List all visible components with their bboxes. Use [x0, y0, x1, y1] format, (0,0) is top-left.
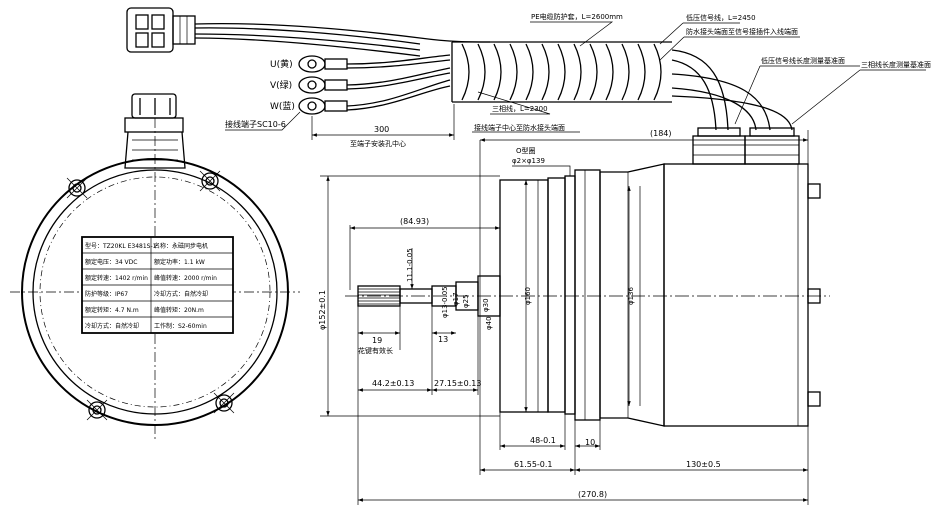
dim-30: φ30: [482, 298, 490, 312]
plate-r2-c1: 峰值转速：2000 r/min: [154, 274, 217, 282]
dim-184: (184): [650, 129, 672, 138]
spiral-sleeve: [451, 41, 672, 103]
gland-three-phase: [744, 127, 800, 165]
dim-10: 10: [585, 438, 595, 447]
spline-length-label: 花键有效长: [358, 346, 393, 355]
low-voltage-ref-callout: 低压信号线长度测量基准面: [761, 56, 845, 65]
phase-v-label: V(绿): [270, 79, 292, 91]
motor-housing: [663, 163, 809, 427]
o-ring-size: φ2×φ139: [512, 157, 545, 165]
dim-152: φ152±0.1: [318, 290, 327, 330]
plate-r4-c1: 峰值转矩：20N.m: [154, 306, 204, 314]
gland-low-voltage: [692, 127, 746, 165]
dim-25: φ25: [462, 294, 470, 308]
signal-connector: [126, 7, 196, 53]
low-voltage-callout: 低压信号线，L=2450: [686, 13, 756, 22]
dim-300: 300: [374, 125, 389, 134]
o-ring-label: O型圈: [516, 146, 536, 155]
waterproof-joint-callout: 防水接头端面至信号接插件入线端面: [686, 27, 798, 36]
plate-r5-c0: 冷却方式：自然冷却: [85, 322, 139, 330]
dim-17: φ17: [452, 292, 460, 306]
phase-w-label: W(蓝): [270, 100, 295, 112]
bolt-3: [86, 399, 108, 421]
plate-r5-c1: 工作制：S2-60min: [154, 322, 207, 330]
dim-13: 13: [438, 335, 448, 344]
terminal-label-callout: 接线端子SC10-6: [225, 119, 286, 129]
phase-u-label: U(黄): [270, 58, 293, 70]
dim-442: 44.2±0.13: [372, 379, 414, 388]
plate-r1-c1: 额定功率：1.1 kW: [154, 258, 205, 266]
dim-2708: (270.8): [578, 490, 607, 499]
plate-r1-c0: 额定电压：34 VDC: [85, 258, 137, 266]
dim-19: 19: [372, 336, 382, 345]
dim-136: φ136: [627, 286, 635, 305]
dim-2715: 27.15±0.13: [434, 379, 481, 388]
bolt-2: [199, 170, 221, 192]
spline: [357, 285, 401, 307]
cable-gland-top: [124, 93, 186, 169]
plate-r3-c1: 冷却方式：自然冷却: [154, 290, 208, 298]
plate-r0-c0: 型号：TZ20KL E3481S-1: [85, 242, 157, 250]
nameplate: 型号：TZ20KL E3481S-1 名称：永磁同步电机 额定电压：34 VDC…: [81, 236, 234, 334]
dim-8493: (84.93): [400, 217, 429, 226]
terminal-w: [298, 97, 348, 115]
dim-6155: 61.55-0.1: [514, 460, 553, 469]
dim-130: 130±0.5: [686, 460, 721, 469]
end-view: 型号：TZ20KL E3481S-1 名称：永磁同步电机 额定电压：34 VDC…: [10, 93, 300, 440]
plate-r2-c0: 额定转速：1402 r/min: [85, 274, 148, 282]
terminal-to-joint-callout: 接线端子中心至防水接头端面: [474, 123, 565, 132]
to-terminal-hole: 至端子安装孔中心: [350, 139, 406, 148]
plate-r3-c0: 防护等级：IP67: [85, 290, 128, 298]
cable-assembly: U(黄) V(绿) W(蓝) PE电缆: [126, 7, 931, 148]
dim-keyway: 11.1-0.05: [406, 248, 414, 282]
dim-spline-od: φ13-0.05: [441, 286, 449, 318]
terminal-u: [298, 55, 348, 73]
side-view: φ152±0.1 (84.93) (184) O型圈 φ2×φ139 11.1-…: [318, 127, 830, 505]
dim-40: φ40: [485, 316, 493, 330]
terminal-v: [298, 76, 348, 94]
plate-r4-c0: 额定转矩：4.7 N.m: [85, 306, 139, 314]
plate-r0-c1: 名称：永磁同步电机: [154, 242, 208, 250]
dim-160: φ160: [524, 287, 532, 305]
bolt-1: [66, 177, 88, 199]
pe-sleeve-callout: PE电缆防护套，L=2600mm: [531, 12, 623, 21]
three-phase-ref-callout: 三相线长度测量基准面: [861, 60, 931, 69]
three-phase-line-callout: 三相线，L=2300: [492, 104, 548, 113]
bolt-4: [213, 392, 235, 414]
dim-48: 48-0.1: [530, 436, 556, 445]
